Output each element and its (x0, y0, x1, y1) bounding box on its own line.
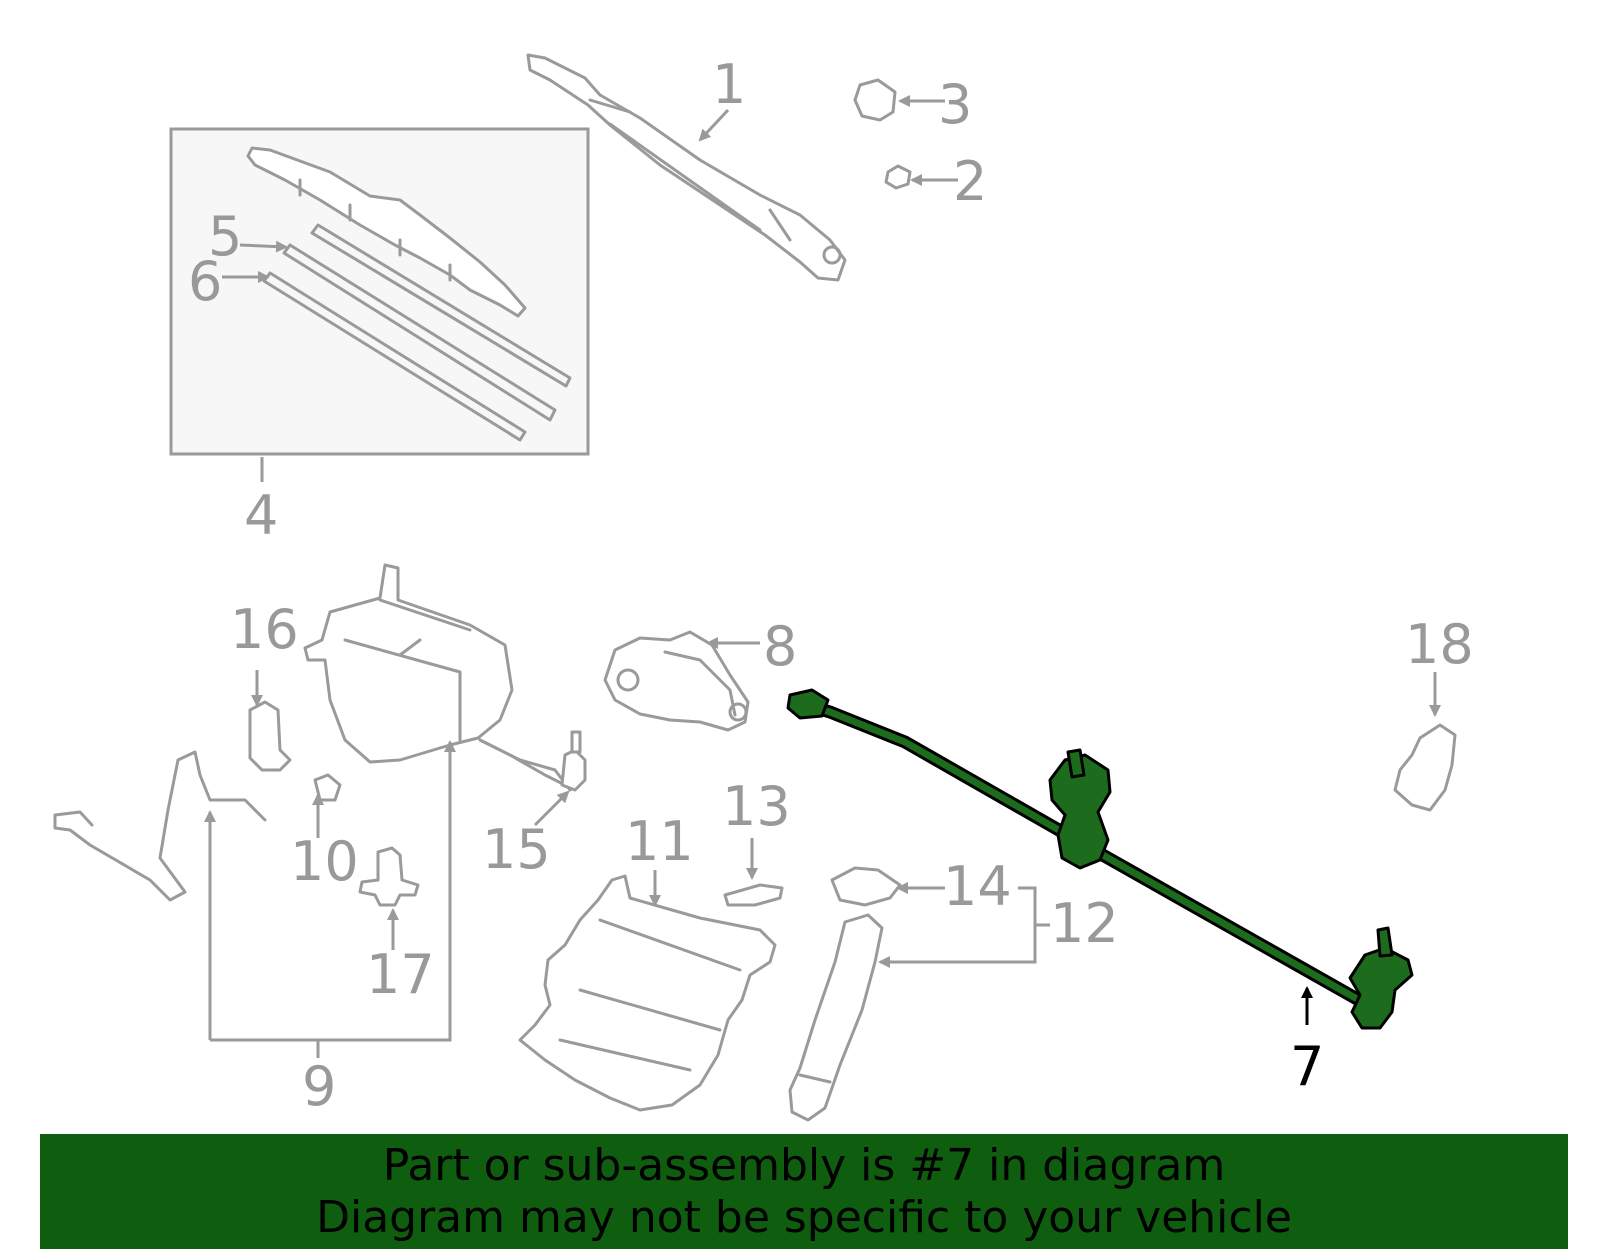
callout-15[interactable]: 15 (482, 818, 551, 881)
wiper-cap-part-3[interactable] (853, 78, 897, 122)
bracket-part-18[interactable] (1393, 723, 1457, 812)
pump-part-17[interactable] (358, 846, 420, 907)
nut-part-2[interactable] (884, 164, 912, 190)
callout-9[interactable]: 9 (302, 1055, 336, 1118)
insulator-part-11[interactable] (518, 874, 777, 1112)
callout-14[interactable]: 14 (943, 855, 1012, 918)
washer-nozzle-part-15[interactable] (478, 730, 587, 792)
callout-13[interactable]: 13 (722, 775, 791, 838)
callout-12[interactable]: 12 (1050, 892, 1119, 955)
wiper-motor-part-8[interactable] (603, 630, 750, 732)
callout-labels: 1 3 2 5 6 4 16 8 18 13 11 15 10 14 12 17… (188, 53, 1474, 1118)
washer-pump-part-16[interactable] (248, 700, 292, 772)
callout-6[interactable]: 6 (188, 250, 222, 313)
wiper-linkage-part-7[interactable] (786, 688, 1414, 1030)
callout-1[interactable]: 1 (712, 53, 746, 116)
callout-17[interactable]: 17 (366, 943, 435, 1006)
info-banner: Part or sub-assembly is #7 in diagram Di… (40, 1134, 1568, 1249)
callout-7[interactable]: 7 (1290, 1035, 1324, 1098)
callout-4[interactable]: 4 (244, 484, 278, 547)
callout-16[interactable]: 16 (230, 598, 299, 661)
callout-11[interactable]: 11 (625, 810, 694, 873)
washer-reservoir-part-9[interactable] (53, 563, 572, 902)
callout-3[interactable]: 3 (938, 73, 972, 136)
wiper-arm-part-1[interactable] (526, 53, 847, 282)
banner-line-part-number: Part or sub-assembly is #7 in diagram (382, 1139, 1226, 1191)
wiper-blade-box-part-4[interactable] (169, 127, 590, 456)
callout-18[interactable]: 18 (1405, 613, 1474, 676)
leader-lines (204, 95, 1441, 1058)
callout-8[interactable]: 8 (763, 615, 797, 678)
clip-part-13[interactable] (723, 883, 784, 907)
callout-5[interactable]: 5 (208, 205, 242, 268)
filler-neck-part-12[interactable] (788, 866, 902, 1122)
callout-10[interactable]: 10 (290, 830, 359, 893)
callout-2[interactable]: 2 (953, 150, 987, 213)
banner-line-disclaimer: Diagram may not be specific to your vehi… (316, 1191, 1292, 1243)
